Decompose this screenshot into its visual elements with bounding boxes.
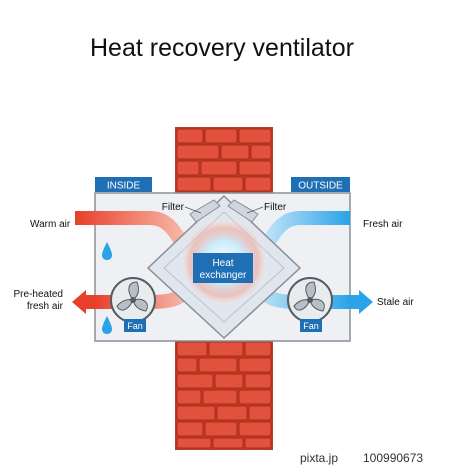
filter-right-label: Filter [264, 202, 287, 213]
water-drop-icon [102, 316, 112, 334]
brick-wall-bottom [175, 340, 273, 450]
preheated-label-line1: Pre-heated [14, 289, 63, 300]
fan-right-label-bg [300, 319, 322, 332]
fresh-air-label: Fresh air [363, 219, 403, 230]
outside-label: OUTSIDE [298, 181, 343, 192]
fan-right-label: Fan [303, 321, 319, 331]
inside-tab [95, 177, 152, 192]
water-drop-icon [102, 242, 112, 260]
fan-left-label-bg [124, 319, 146, 332]
fan-right-icon [287, 277, 333, 323]
filter-left [189, 199, 221, 223]
footer-brand: pixta.jp [300, 451, 338, 465]
heat-exchanger-label-bg [193, 253, 253, 283]
footer-id: 100990673 [363, 451, 423, 465]
fan-left-label: Fan [127, 321, 143, 331]
preheated-arrow-tail [85, 295, 97, 309]
outside-tab [291, 177, 350, 192]
stale-air-label: Stale air [377, 297, 414, 308]
filter-left-leader [184, 206, 202, 214]
preheated-arrowhead [72, 290, 86, 314]
diagram-title: Heat recovery ventilator [90, 34, 354, 62]
fan-left-icon [110, 277, 156, 323]
warm-air-label: Warm air [30, 219, 71, 230]
filter-right-leader [246, 206, 264, 214]
filter-left-label: Filter [162, 202, 185, 213]
heat-exchanger-label-line1: Heat [212, 258, 233, 269]
preheated-label-line2: fresh air [27, 301, 64, 312]
stale-arrow-tail [348, 295, 360, 309]
inside-label: INSIDE [107, 181, 141, 192]
heat-exchanger-label-line2: exchanger [200, 270, 247, 281]
filter-right [227, 199, 259, 223]
brick-wall-top [175, 127, 273, 197]
stale-arrowhead [359, 290, 373, 314]
